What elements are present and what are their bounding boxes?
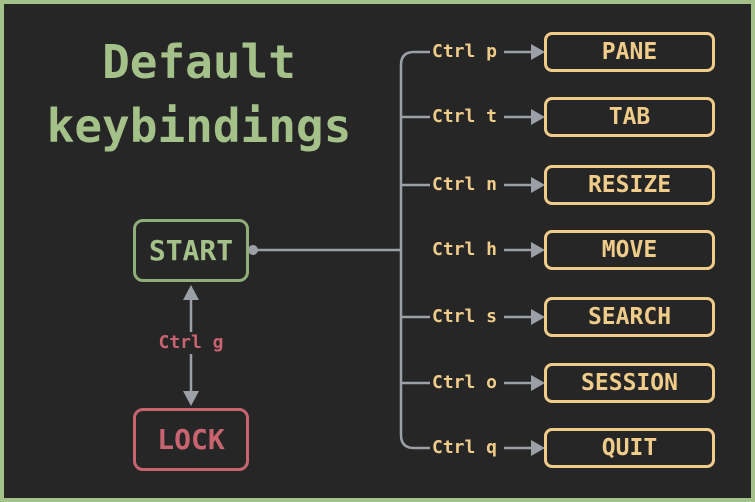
key-label-tab: Ctrl t [432,106,498,128]
mode-search: SEARCH [544,297,715,337]
connector-lines [183,44,545,456]
key-label-session: Ctrl o [432,372,498,394]
arrowhead-move [531,242,545,258]
arrowhead-up-start [183,285,199,300]
arrowhead-session [531,375,545,391]
lock-key-label: Ctrl g [144,332,238,354]
title-line-2: keybindings [46,99,352,153]
arrowhead-quit [531,440,545,456]
key-label-pane: Ctrl p [432,41,498,63]
start-node: START [133,219,249,282]
arrowhead-resize [531,177,545,193]
branch-trunk [399,50,415,450]
mode-quit: QUIT [544,428,715,468]
mode-session: SESSION [544,363,715,403]
arrowhead-search [531,309,545,325]
mode-resize: RESIZE [544,165,715,205]
arrowhead-down-lock [183,391,199,406]
mode-pane: PANE [544,32,715,72]
arrowhead-tab [531,109,545,125]
start-connector-dot [248,245,258,255]
key-label-move: Ctrl h [432,239,498,261]
key-label-search: Ctrl s [432,306,498,328]
lock-node: LOCK [133,408,249,471]
arrowhead-pane [531,44,545,60]
key-label-resize: Ctrl n [432,174,498,196]
title-line-1: Default [102,35,296,89]
key-label-quit: Ctrl q [432,437,498,459]
diagram-frame: Default keybindings START Ctrl g LOCK Ct… [4,4,751,498]
mode-move: MOVE [544,230,715,270]
mode-tab: TAB [544,97,715,137]
